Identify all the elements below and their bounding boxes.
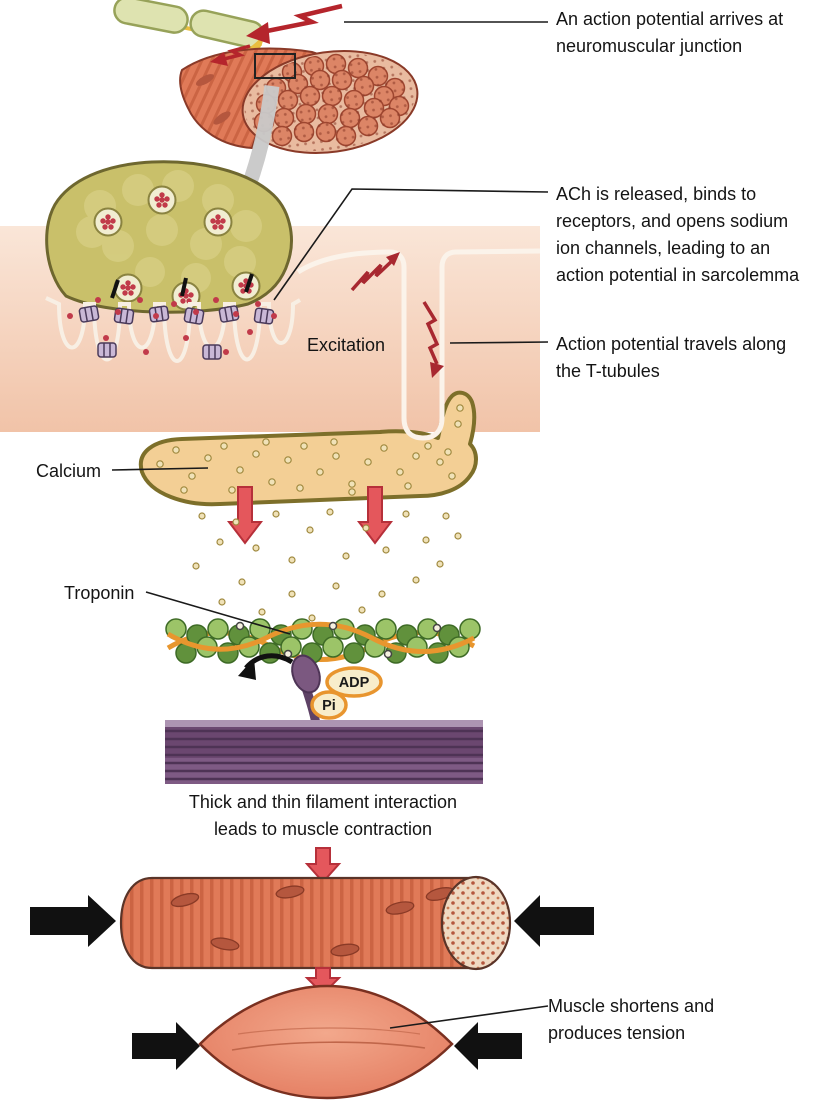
bolt-arrowhead [210,52,228,66]
label-excitation: Excitation [307,332,385,359]
caption-line: leads to muscle contraction [213,819,433,839]
label-calcium: Calcium [36,458,101,485]
label-line: produces tension [548,1023,686,1043]
myelin-segment [113,0,189,34]
excitation-bolt-surface [350,252,400,292]
docked-vesicle-mark [110,273,254,299]
calcium-ions-in-sr [156,404,464,496]
label-action-potential: An action potential arrives at neuromusc… [556,6,783,60]
muscle-fiber [119,875,512,971]
flow-arrow-down-1 [304,847,342,884]
caption-line: Thick and thin filament interaction [188,792,458,812]
compression-arrow-right [514,895,594,947]
adp-badge [325,666,383,698]
fiber-end-cap [440,875,512,971]
troponin-markers [235,621,442,659]
leader-lines [111,21,549,1029]
leader-ach [273,188,549,301]
thin-filament-actin [165,618,481,664]
label-line: Excitation [307,335,386,355]
bulb-texture-circles [76,170,262,293]
muscle-fiber-body [119,876,478,970]
calcium-ions-released [192,508,462,622]
myelin-segment [189,9,265,49]
label-line: receptors, and opens sodium [556,211,789,231]
zoom-outline-box [254,53,296,79]
pi-label: Pi [322,698,336,714]
power-stroke-arrowhead [238,658,256,680]
myosin-head [291,654,321,694]
leader-muscle-shortens [389,1005,549,1029]
leader-calcium [111,467,209,471]
thick-filament-top-band [165,720,483,727]
label-line: Muscle shortens and [548,996,715,1016]
junctional-folds [45,296,301,363]
label-muscle-shortens: Muscle shortens and produces tension [548,993,714,1047]
thick-filament-striations [165,729,483,781]
sarcolemma-fold-membrane [45,296,301,363]
shortened-muscle [198,984,454,1100]
label-line: ACh is released, binds to [556,184,757,204]
caption-filament-interaction: Thick and thin filament interaction lead… [157,789,489,843]
label-line: action potential in sarcolemma [556,265,800,285]
myosin-head-group: ADP Pi [238,653,383,729]
fiber-nuclei [170,885,455,957]
nucleus [213,111,231,125]
sarcoplasmic-reticulum [138,390,478,507]
sr-sac [138,390,478,507]
tension-arrow-left [132,1022,200,1070]
muscle-fiber-line [237,1027,421,1035]
thick-filament-myosin [165,720,483,784]
label-troponin: Troponin [64,580,134,607]
nucleus [195,74,215,86]
muscle-fiber-line [231,1041,426,1051]
compression-arrow-left [30,895,116,947]
label-line: Troponin [64,583,135,603]
label-line: ion channels, leading to an [556,238,771,258]
pi-badge [310,690,348,720]
synaptic-vesicle-cluster [93,185,261,311]
tropomyosin-strand [166,621,476,654]
bolt-arrowhead [246,22,270,44]
label-line: An action potential arrives at [556,9,784,29]
muscle-fiber-bundle [179,47,419,155]
adp-label: ADP [339,675,370,691]
action-potential-bolt [210,3,343,66]
label-line: neuromuscular junction [556,36,743,56]
ach-molecules [67,297,277,355]
tension-arrow-right [454,1022,522,1070]
excitation-bolt-t-tubule [422,301,444,378]
label-ach-release: ACh is released, binds to receptors, and… [556,181,799,289]
synaptic-end-bulb [45,160,293,314]
leader-t-tubule [449,341,549,344]
t-tubule-membrane [296,248,541,441]
label-line: Calcium [36,461,102,481]
label-line: the T-tubules [556,361,660,381]
label-line: Action potential travels along [556,334,787,354]
leader-troponin [145,591,291,635]
label-t-tubules: Action potential travels along the T-tub… [556,331,786,385]
